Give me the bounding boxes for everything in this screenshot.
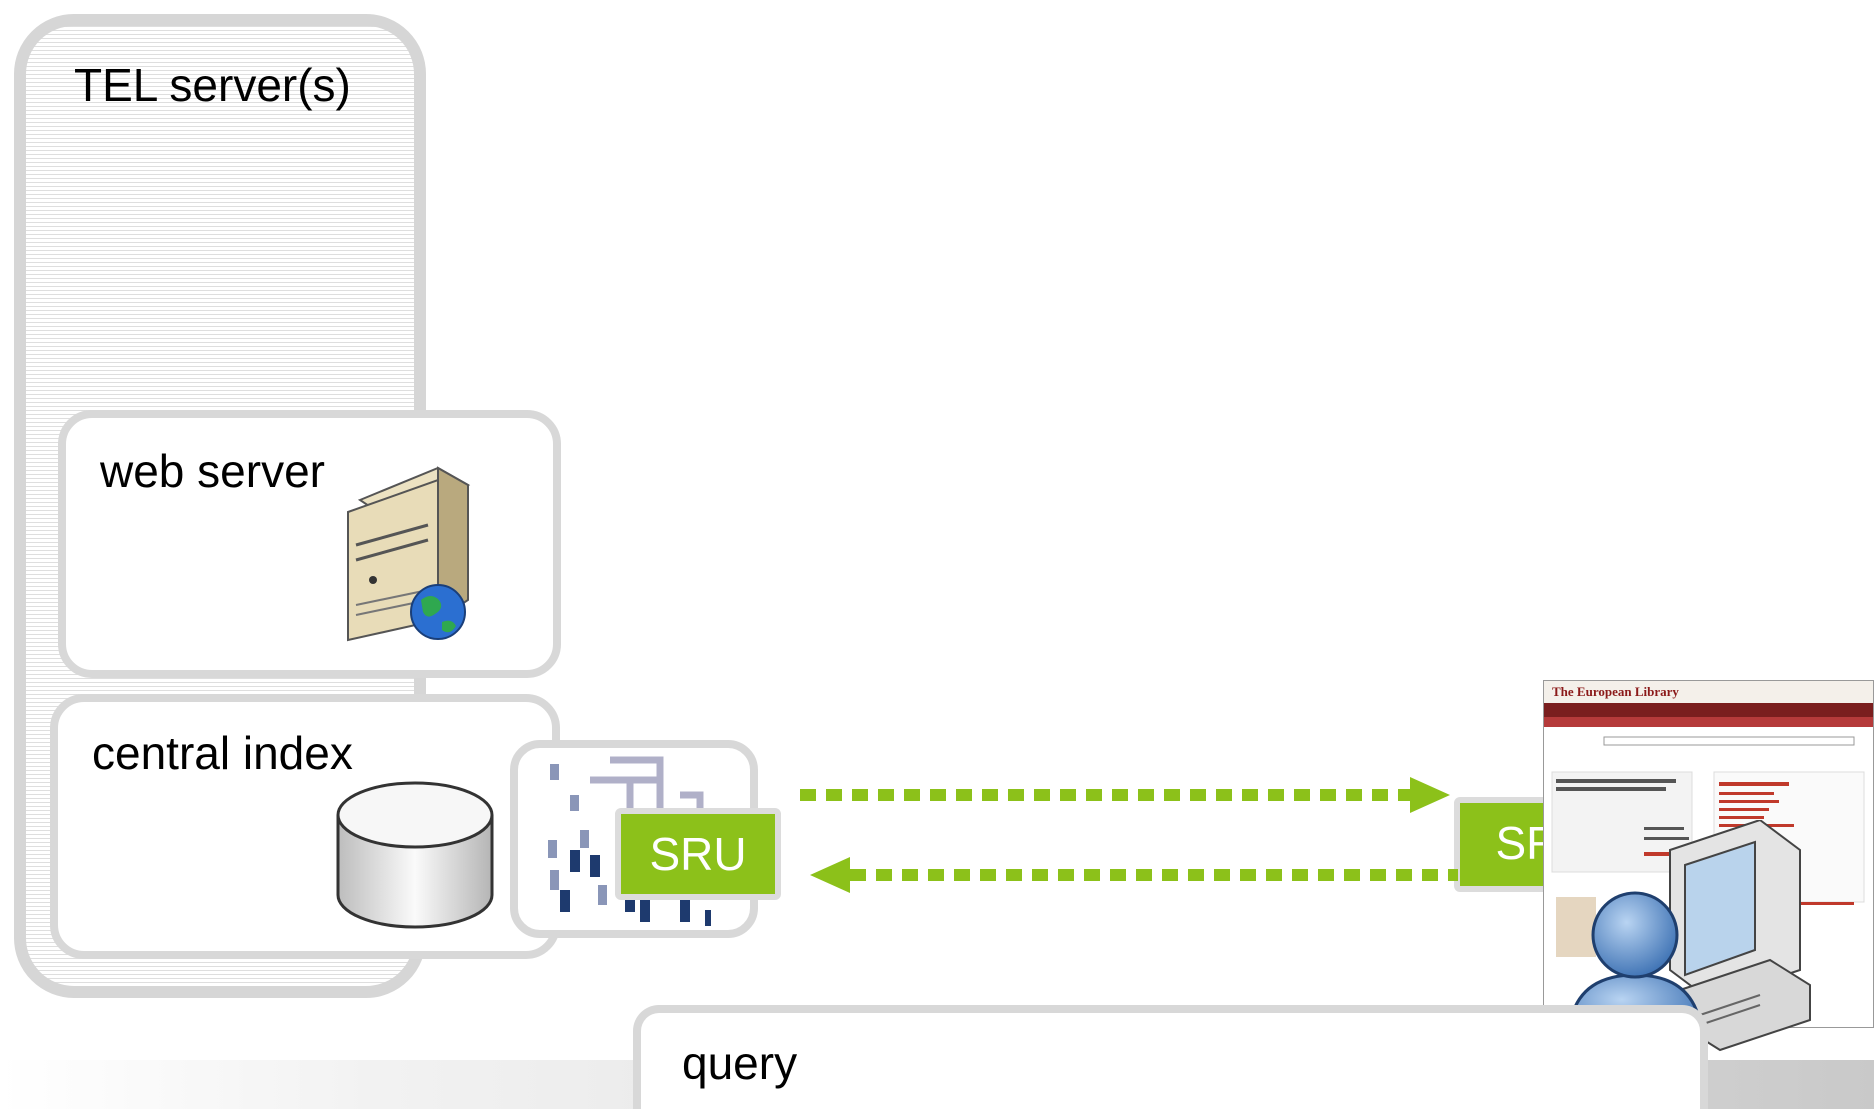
- query-box: [633, 1005, 1708, 1109]
- browser-site-title: The European Library: [1544, 681, 1873, 703]
- european-library-screenshot: The European Library: [1543, 680, 1874, 1028]
- server-globe-icon: [347, 466, 471, 642]
- query-label: query: [682, 1037, 798, 1089]
- request-response-arrows: [800, 777, 1458, 893]
- request-arrowhead: [1410, 777, 1450, 813]
- browser-nav-bar: [1544, 703, 1873, 717]
- web-server-label: web server: [100, 445, 325, 497]
- tel-server-label: TEL server(s): [74, 59, 351, 111]
- sru-badge-left: SRU: [615, 808, 781, 900]
- desktop-computer-icon: [1669, 820, 1811, 1052]
- web-server-panel: [58, 410, 561, 678]
- browser-sub-nav: [1544, 717, 1873, 727]
- database-cylinder-icon: [336, 781, 494, 929]
- central-index-label: central index: [92, 727, 353, 779]
- response-arrowhead: [810, 857, 850, 893]
